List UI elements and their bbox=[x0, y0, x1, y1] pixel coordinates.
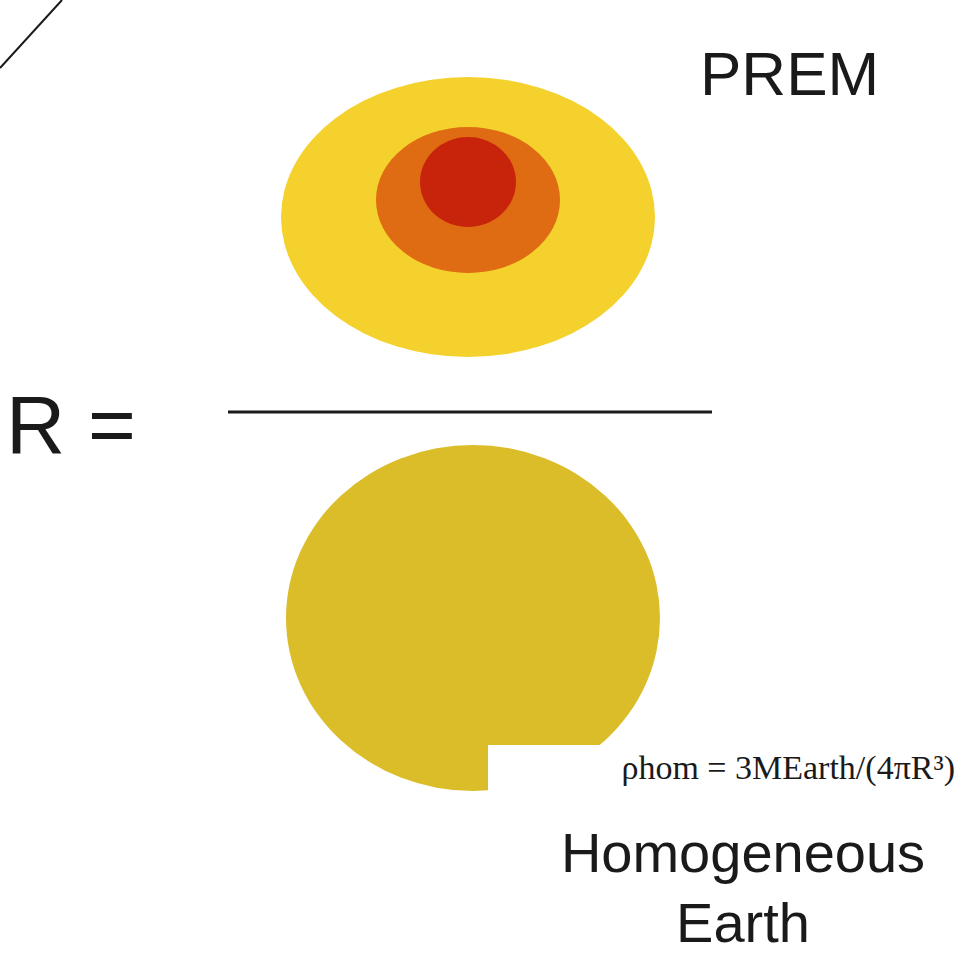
prem-crust bbox=[281, 77, 655, 357]
density-formula: ρhom = 3MEarth/(4πR³) bbox=[619, 748, 957, 787]
ratio-label: R = bbox=[6, 378, 136, 472]
prem-outer-core bbox=[376, 127, 560, 273]
corner-line bbox=[0, 0, 62, 68]
prem-inner-core bbox=[420, 137, 516, 227]
homogeneous-earth bbox=[286, 445, 660, 791]
model-label: Homogeneous Earth bbox=[548, 818, 938, 958]
model-label: PREM bbox=[700, 38, 879, 109]
formula-patch bbox=[488, 745, 965, 793]
fraction-bar bbox=[228, 411, 712, 414]
